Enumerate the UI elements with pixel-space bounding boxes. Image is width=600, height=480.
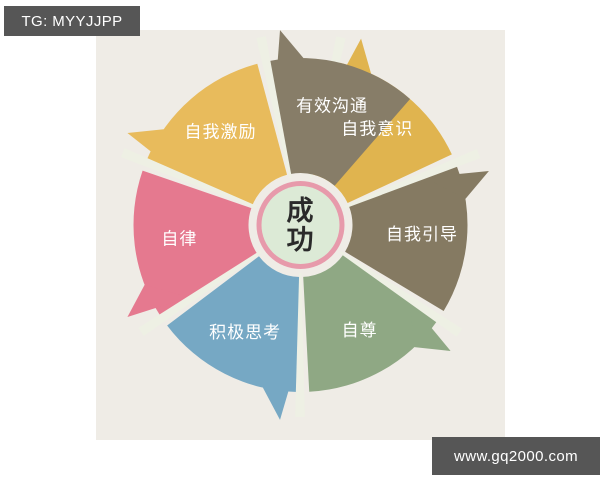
petal-arrow-tip-self-direction	[424, 170, 489, 199]
center-label-line-2: 功	[287, 225, 315, 255]
petal-arrow-tip-self-motivation	[127, 129, 179, 174]
watermark-top-left: TG: MYYJJPP	[4, 6, 140, 36]
petal-self-esteem[interactable]	[303, 254, 438, 392]
petal-gap-self-esteem	[339, 250, 463, 337]
petal-gap-effective-communication	[256, 36, 292, 179]
petal-arrow-tip-effective-communication	[275, 30, 304, 95]
center-hub: 成 功	[256, 181, 345, 269]
petal-arrow-tip-self-esteem	[409, 301, 451, 351]
watermark-bottom-right: www.gq2000.com	[432, 437, 600, 475]
petal-arrow-tip-positive-thinking	[262, 357, 299, 420]
petal-self-motivation[interactable]	[146, 63, 288, 205]
petal-gap-self-motivation	[120, 148, 257, 209]
petal-gap-positive-thinking	[295, 272, 305, 417]
petal-self-direction[interactable]	[345, 165, 468, 312]
petal-effective-communication[interactable]	[268, 58, 411, 186]
petal-arrow-tip-self-discipline	[127, 284, 189, 318]
petal-gap-self-discipline	[138, 250, 262, 336]
petal-positive-thinking[interactable]	[167, 256, 300, 392]
center-label-line-1: 成	[287, 196, 315, 226]
petal-layer	[120, 30, 489, 420]
petal-self-discipline[interactable]	[133, 170, 257, 316]
center-disc	[261, 186, 340, 264]
petal-gap-self-direction	[344, 149, 481, 209]
